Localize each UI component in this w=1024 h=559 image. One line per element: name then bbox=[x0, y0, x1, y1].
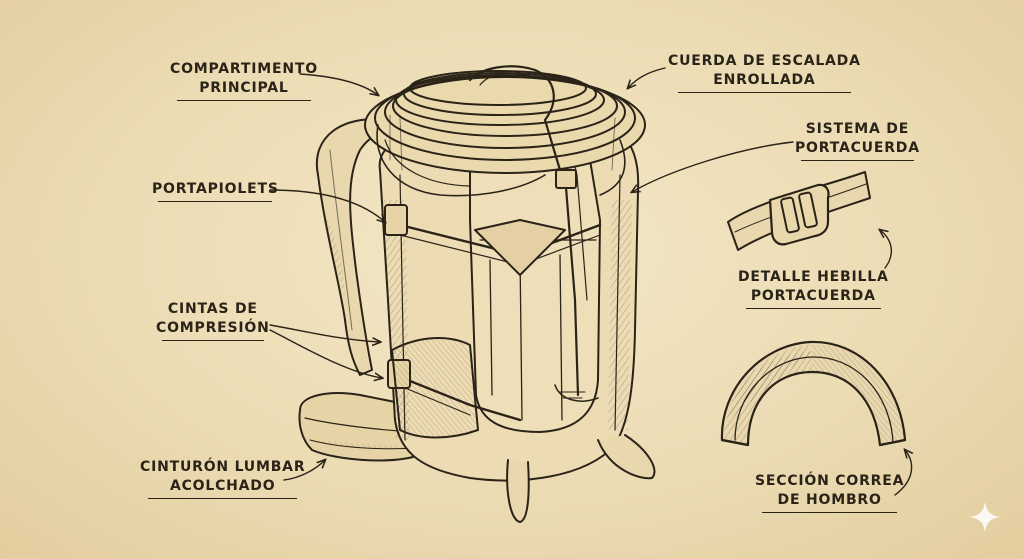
label-hip-belt: CINTURÓN LUMBAR ACOLCHADO bbox=[140, 458, 305, 499]
arrow-hip-belt bbox=[283, 460, 325, 481]
side-pocket bbox=[391, 337, 479, 439]
label-compression-straps: CINTAS DE COMPRESIÓN bbox=[156, 300, 270, 341]
arrow-rope-system bbox=[632, 141, 794, 192]
arrow-rope bbox=[628, 67, 666, 88]
buckle-frame bbox=[768, 183, 830, 246]
label-climbing-rope: CUERDA DE ESCALADA ENROLLADA bbox=[668, 52, 861, 93]
label-ice-axe-holder: PORTAPIOLETS bbox=[152, 180, 279, 202]
arrow-buckle-detail bbox=[880, 230, 892, 269]
label-main-compartment: COMPARTIMENTO PRINCIPAL bbox=[170, 60, 318, 101]
ice-axe-buckle bbox=[384, 204, 408, 236]
shoulder-strap bbox=[315, 118, 393, 376]
arrow-compression-1 bbox=[269, 324, 380, 342]
arrow-main-compartment bbox=[299, 73, 378, 95]
shoulder-strap-section-illustration bbox=[720, 340, 907, 447]
front-panel bbox=[469, 147, 601, 433]
coiled-rope bbox=[364, 65, 646, 197]
sparkle-icon bbox=[970, 502, 1000, 532]
label-rope-system: SISTEMA DE PORTACUERDA bbox=[795, 120, 920, 161]
arrow-ice-axe bbox=[269, 189, 385, 222]
buckle-detail-illustration bbox=[727, 171, 871, 251]
label-shoulder-strap-section: SECCIÓN CORREA DE HOMBRO bbox=[755, 472, 904, 513]
arrow-shoulder-section bbox=[894, 450, 912, 496]
arrow-compression-2 bbox=[269, 329, 382, 378]
label-buckle-detail: DETALLE HEBILLA PORTACUERDA bbox=[738, 268, 889, 309]
